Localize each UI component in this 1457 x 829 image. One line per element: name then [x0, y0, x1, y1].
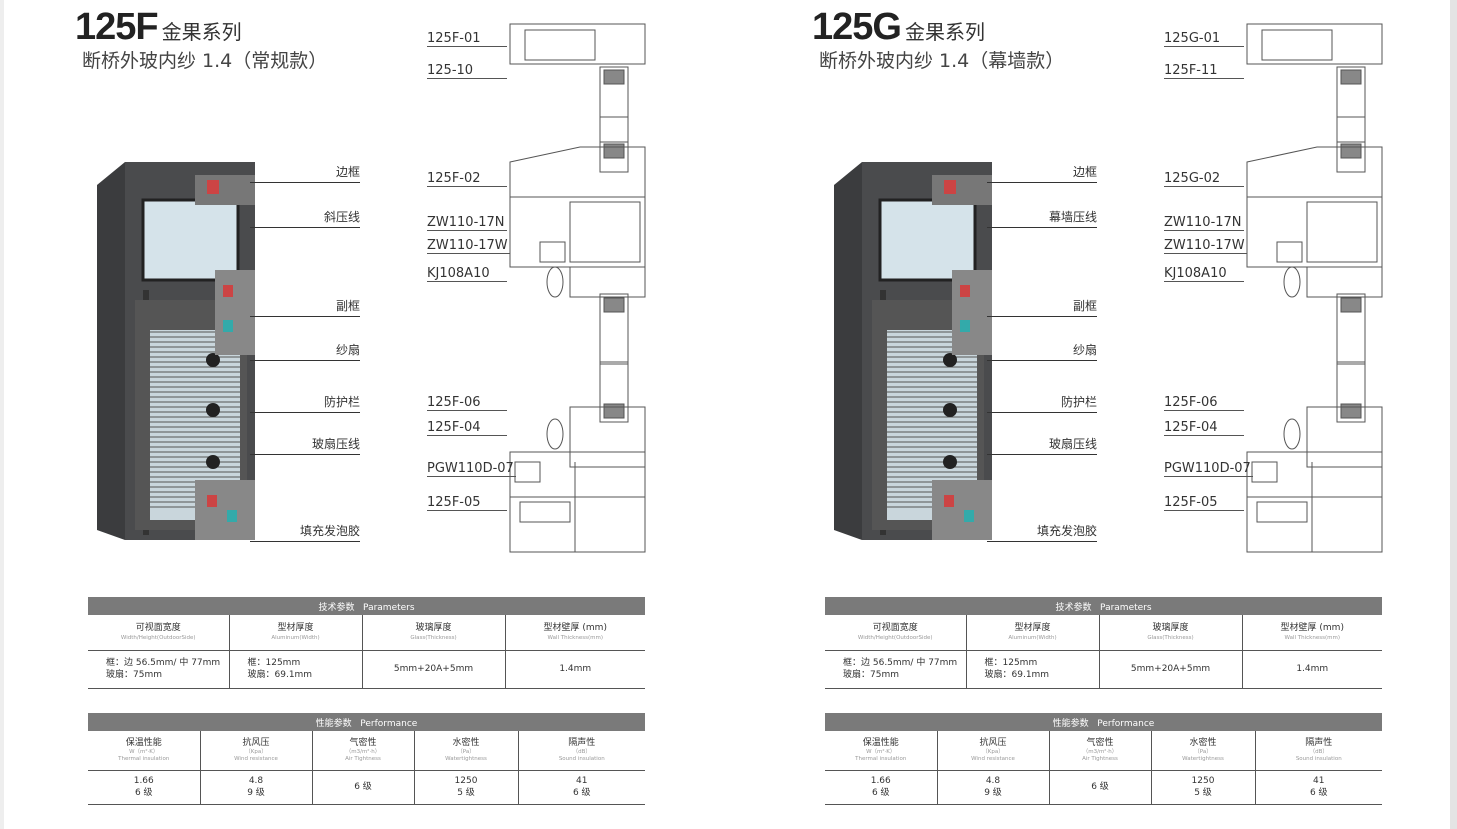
profile-code-label: PGW110D-07 — [427, 461, 516, 477]
profile-code-label: 125F-04 — [427, 420, 507, 436]
section-diagram — [500, 22, 648, 561]
table-cell: 1.4mm — [505, 650, 645, 689]
profile-code-label: 125F-05 — [1164, 495, 1244, 511]
table-header: 性能参数 Performance — [88, 713, 645, 731]
profile-code-label: 125F-01 — [427, 31, 507, 47]
column-header: 气密性（m3/m²·h）Air Tightness — [1049, 731, 1152, 771]
part-label: 玻扇压线 — [987, 435, 1097, 455]
part-label: 边框 — [250, 163, 360, 183]
profile-code-label: 125F-05 — [427, 495, 507, 511]
part-label: 副框 — [250, 297, 360, 317]
part-label: 填充发泡胶 — [250, 522, 360, 542]
part-label: 斜压线 — [250, 208, 360, 228]
profile-code-label: ZW110-17W — [427, 238, 510, 254]
profile-code-label: PGW110D-07 — [1164, 461, 1253, 477]
profile-code-label: 125-10 — [427, 63, 507, 79]
column-header: 型材壁厚 (mm)Wall Thickness(mm) — [1242, 615, 1382, 651]
table-cell: 1.4mm — [1242, 650, 1382, 689]
column-header: 抗风压（Kpa）Wind resistance — [937, 731, 1050, 771]
table-cell: 5mm+20A+5mm — [362, 650, 506, 689]
column-header: 隔声性（dB）Sound insulation — [1255, 731, 1382, 771]
profile-code-label: 125G-02 — [1164, 171, 1244, 187]
profile-code-label: 125F-02 — [427, 171, 507, 187]
page-edge — [1450, 0, 1457, 829]
profile-code-label: ZW110-17N — [427, 215, 507, 231]
profile-code-label: 125F-06 — [1164, 395, 1244, 411]
page-edge — [0, 0, 4, 829]
product-image — [95, 160, 260, 564]
profile-code-label: 125F-11 — [1164, 63, 1244, 79]
profile-code-label: KJ108A10 — [1164, 266, 1244, 282]
column-header: 水密性（Pa）Watertightness — [1151, 731, 1256, 771]
profile-code-label: KJ108A10 — [427, 266, 507, 282]
column-header: 抗风压（Kpa）Wind resistance — [200, 731, 313, 771]
table-cell: 5mm+20A+5mm — [1099, 650, 1243, 689]
table-header: 技术参数 Parameters — [88, 597, 645, 615]
column-header: 隔声性（dB）Sound insulation — [518, 731, 645, 771]
product-code: 125G — [812, 6, 902, 48]
product-series: 金果系列 — [161, 20, 242, 44]
profile-code-label: ZW110-17W — [1164, 238, 1247, 254]
part-label: 纱扇 — [250, 341, 360, 361]
product-image — [832, 160, 997, 564]
part-label: 填充发泡胶 — [987, 522, 1097, 542]
part-label: 防护栏 — [250, 393, 360, 413]
profile-code-label: ZW110-17N — [1164, 215, 1244, 231]
product-code: 125F — [75, 6, 159, 48]
column-header: 气密性（m3/m²·h）Air Tightness — [312, 731, 415, 771]
column-header: 型材壁厚 (mm)Wall Thickness(mm) — [505, 615, 645, 651]
table-header: 技术参数 Parameters — [825, 597, 1382, 615]
column-header: 水密性（Pa）Watertightness — [414, 731, 519, 771]
profile-code-label: 125F-04 — [1164, 420, 1244, 436]
part-label: 纱扇 — [987, 341, 1097, 361]
section-diagram — [1237, 22, 1385, 561]
part-label: 防护栏 — [987, 393, 1097, 413]
part-label: 玻扇压线 — [250, 435, 360, 455]
product-subtitle: 断桥外玻内纱 1.4（常规款） — [82, 50, 328, 72]
part-label: 幕墙压线 — [987, 208, 1097, 228]
profile-code-label: 125F-06 — [427, 395, 507, 411]
profile-code-label: 125G-01 — [1164, 31, 1244, 47]
table-header: 性能参数 Performance — [825, 713, 1382, 731]
table-cell: 6 级 — [1049, 770, 1152, 805]
product-series: 金果系列 — [904, 20, 985, 44]
part-label: 边框 — [987, 163, 1097, 183]
part-label: 副框 — [987, 297, 1097, 317]
table-cell: 6 级 — [312, 770, 415, 805]
product-subtitle: 断桥外玻内纱 1.4（幕墙款） — [819, 50, 1065, 72]
